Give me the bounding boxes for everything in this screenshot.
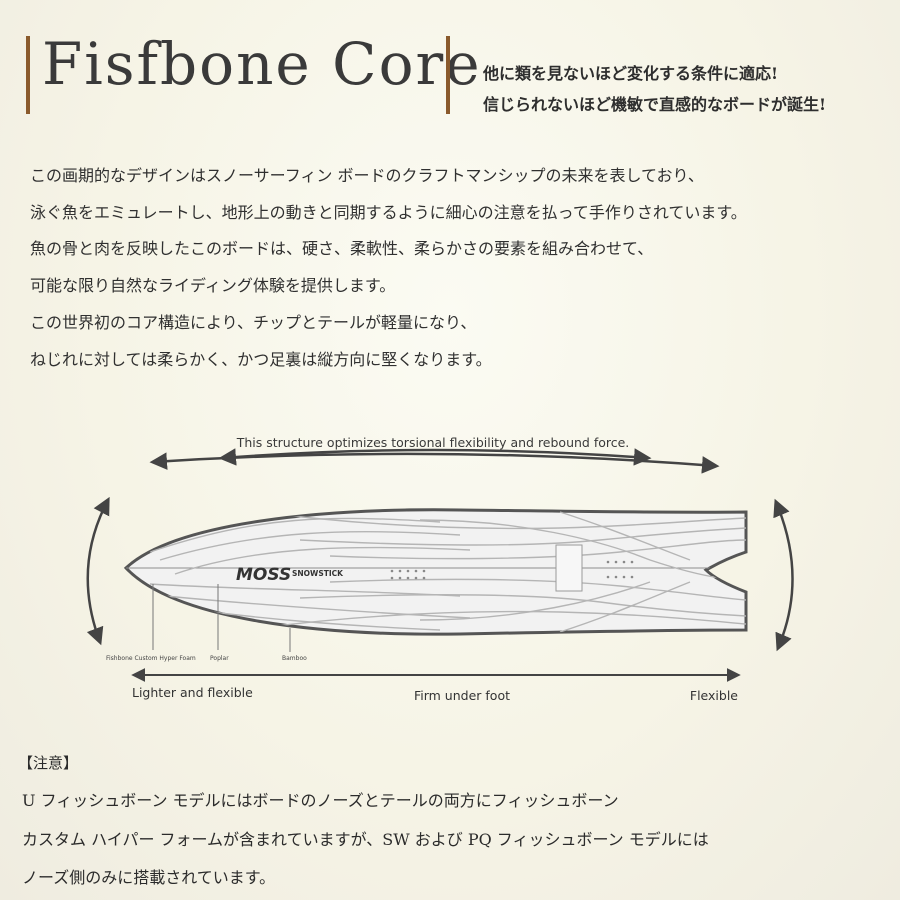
diagram-top-caption: This structure optimizes torsional flexi…	[236, 435, 630, 450]
top-outer-arc-arrow	[149, 452, 720, 474]
snowboard: MOSS SNOWSTICK	[123, 508, 748, 636]
label-poplar: Poplar	[210, 655, 229, 662]
left-flex-arrow	[86, 496, 110, 646]
description-line: 可能な限り自然なライディング体験を提供します。	[30, 276, 396, 296]
description-line: この世界初のコア構造により、チップとテールが軽量になり、	[30, 312, 477, 332]
fishbone-core-diagram: This structure optimizes torsional flexi…	[86, 435, 794, 703]
tagline-line: 信じられないほど機敏で直感的なボードが誕生!	[483, 95, 827, 114]
note-line: カスタム ハイパー フォームが含まれていますが、SW および PQ フィッシュボ…	[22, 829, 709, 849]
description-line: ねじれに対しては柔らかく、かつ足裏は縦方向に堅くなります。	[30, 349, 492, 369]
page-title: Fisfbone Core	[42, 30, 482, 98]
material-leader-lines	[152, 584, 291, 652]
description: この画期的なデザインはスノーサーフィン ボードのクラフトマンシップの未来を表して…	[30, 158, 890, 378]
note-line: ノーズ側のみに搭載されています。	[22, 868, 276, 887]
tagline: 他に類を見ないほど変化する条件に適応! 信じられないほど機敏で直感的なボードが誕…	[483, 58, 893, 120]
title-right-bar	[446, 36, 450, 114]
note-title: 【注意】	[18, 754, 79, 772]
tagline-line: 他に類を見ないほど変化する条件に適応!	[483, 64, 779, 83]
note-line: U フィッシュボーン モデルにはボードのノーズとテールの両方にフィッシュボーン	[22, 791, 619, 810]
brand-logo: MOSS	[236, 565, 291, 585]
description-line: この画期的なデザインはスノーサーフィン ボードのクラフトマンシップの未来を表して…	[30, 166, 704, 185]
brand-sub: SNOWSTICK	[292, 569, 344, 578]
right-flex-arrow	[773, 498, 794, 652]
title-left-bar	[26, 36, 30, 114]
zone-left: Lighter and flexible	[132, 685, 253, 700]
note: U フィッシュボーン モデルにはボードのノーズとテールの両方にフィッシュボーン …	[22, 782, 892, 898]
description-line: 泳ぐ魚をエミュレートし、地形上の動きと同期するように細心の注意を払って手作りされ…	[30, 202, 747, 222]
board-label-box	[555, 544, 583, 592]
zone-center: Firm under foot	[414, 688, 510, 703]
label-foam: Fishbone Custom Hyper Foam	[106, 655, 196, 662]
label-bamboo: Bamboo	[282, 655, 307, 662]
description-line: 魚の骨と肉を反映したこのボードは、硬さ、柔軟性、柔らかさの要素を組み合わせて、	[30, 239, 654, 259]
zone-right: Flexible	[690, 688, 738, 703]
